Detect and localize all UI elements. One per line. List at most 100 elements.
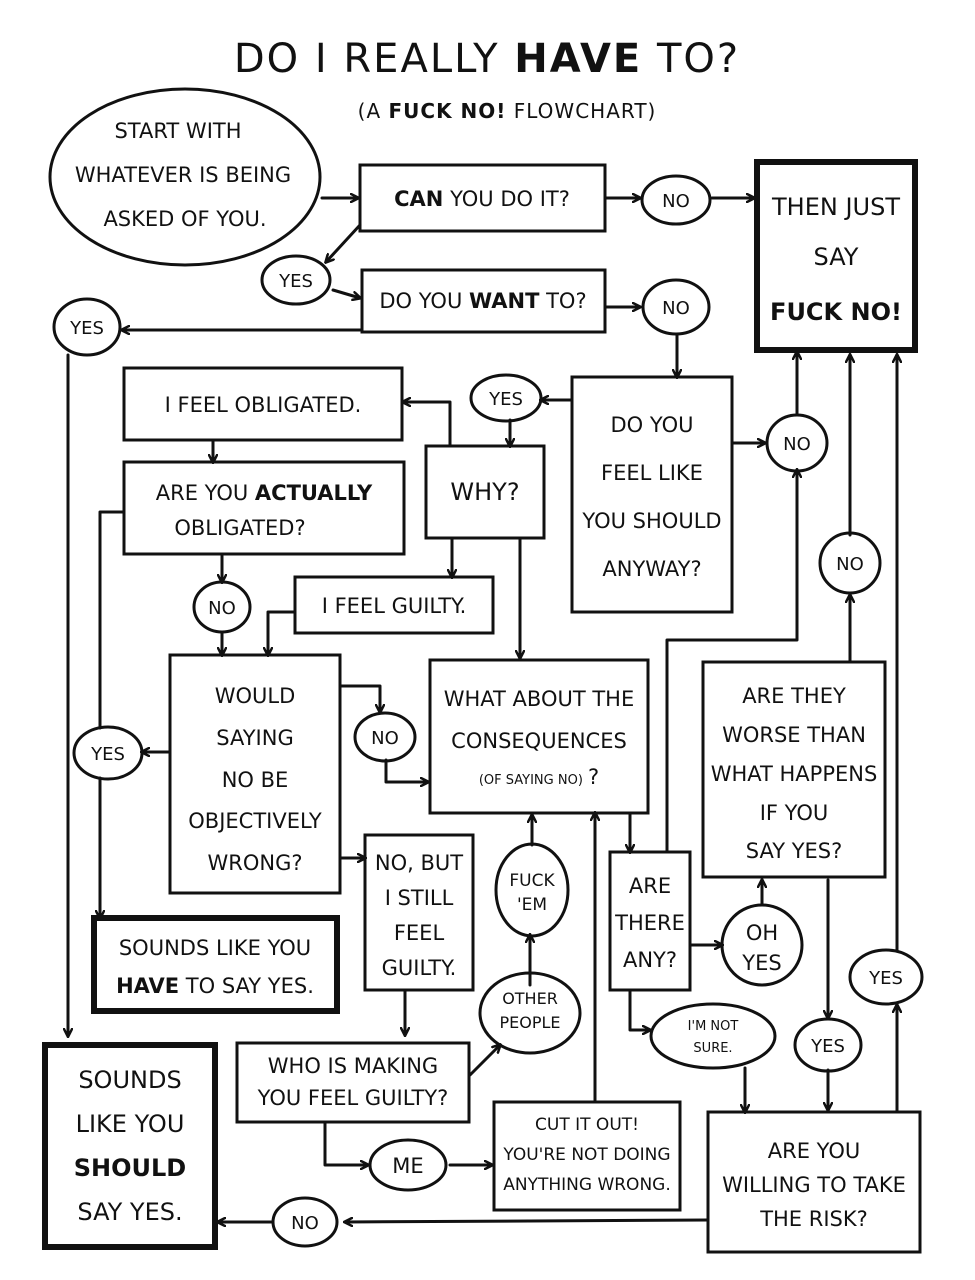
svg-text:SURE.: SURE. <box>693 1041 732 1056</box>
svg-text:WHAT ABOUT THE: WHAT ABOUT THE <box>444 687 635 711</box>
arrow-can-to-yes <box>326 223 362 262</box>
node-do-you-want-to: DO YOU WANT TO? <box>360 268 607 334</box>
label-no-can: NO <box>640 174 712 226</box>
svg-text:NO: NO <box>371 728 399 749</box>
label-yes-worse: YES <box>793 1017 863 1073</box>
line-actually-left-down <box>98 510 126 730</box>
node-fuck-em: FUCK 'EM <box>494 842 570 938</box>
svg-text:SOUNDS: SOUNDS <box>78 1066 181 1094</box>
node-start: START WITH WHATEVER IS BEING ASKED OF YO… <box>48 87 322 267</box>
svg-text:NO: NO <box>291 1213 319 1234</box>
svg-text:WILLING TO TAKE: WILLING TO TAKE <box>722 1173 906 1197</box>
svg-text:ANYWAY?: ANYWAY? <box>602 557 701 581</box>
svg-text:WHATEVER IS BEING: WHATEVER IS BEING <box>75 163 291 187</box>
svg-text:LIKE YOU: LIKE YOU <box>76 1110 185 1138</box>
svg-text:'EM: 'EM <box>517 895 547 915</box>
svg-text:YES: YES <box>278 271 313 292</box>
node-cut-it-out: CUT IT OUT! YOU'RE NOT DOING ANYTHING WR… <box>492 1100 682 1212</box>
page-subtitle: (A FUCK NO! FLOWCHART) <box>358 99 657 123</box>
svg-text:YOU FEEL GUILTY?: YOU FEEL GUILTY? <box>257 1086 449 1110</box>
svg-text:YES: YES <box>90 744 125 765</box>
svg-text:I STILL: I STILL <box>385 886 454 910</box>
node-feel-like-you-should: DO YOU FEEL LIKE YOU SHOULD ANYWAY? <box>570 375 734 614</box>
label-yes-want: YES <box>52 297 122 357</box>
svg-text:I'M NOT: I'M NOT <box>688 1019 739 1034</box>
svg-text:SAY YES?: SAY YES? <box>746 839 843 863</box>
node-have-to-say-yes: SOUNDS LIKE YOU HAVE TO SAY YES. <box>91 915 340 1014</box>
svg-text:IF YOU: IF YOU <box>760 801 829 825</box>
svg-text:FEEL LIKE: FEEL LIKE <box>601 461 703 485</box>
svg-text:WHAT HAPPENS: WHAT HAPPENS <box>711 762 878 786</box>
svg-text:THEN JUST: THEN JUST <box>771 193 900 221</box>
arrow-why-to-obligated <box>403 402 452 448</box>
svg-text:DO YOU: DO YOU <box>611 413 694 437</box>
svg-text:OH: OH <box>746 921 778 945</box>
label-no-want: NO <box>641 278 711 336</box>
arrow-who-to-me <box>323 1120 368 1165</box>
arrow-willing-to-no <box>345 1220 710 1222</box>
svg-text:NO: NO <box>783 434 811 455</box>
svg-text:YOU'RE NOT DOING: YOU'RE NOT DOING <box>502 1145 670 1165</box>
svg-text:WRONG?: WRONG? <box>207 851 302 875</box>
svg-text:ARE: ARE <box>629 874 671 898</box>
arrow-arethere-to-notsure <box>628 988 650 1030</box>
node-other-people: OTHER PEOPLE <box>478 971 582 1055</box>
svg-text:ME: ME <box>392 1154 423 1178</box>
svg-text:OTHER: OTHER <box>502 989 558 1008</box>
svg-text:PEOPLE: PEOPLE <box>499 1013 560 1032</box>
svg-text:YES: YES <box>488 389 523 410</box>
svg-text:NO: NO <box>662 191 690 212</box>
svg-text:WORSE THAN: WORSE THAN <box>722 723 866 747</box>
label-yes-can: YES <box>260 254 332 306</box>
svg-text:FUCK: FUCK <box>509 871 555 891</box>
svg-text:CONSEQUENCES: CONSEQUENCES <box>451 729 627 753</box>
svg-text:I FEEL OBLIGATED.: I FEEL OBLIGATED. <box>165 393 362 417</box>
svg-text:SAYING: SAYING <box>216 726 293 750</box>
svg-text:WHY?: WHY? <box>450 478 519 506</box>
svg-text:CAN YOU DO IT?: CAN YOU DO IT? <box>394 187 570 211</box>
node-objectively-wrong: WOULD SAYING NO BE OBJECTIVELY WRONG? <box>168 653 342 895</box>
svg-text:SAY: SAY <box>814 243 859 271</box>
arrow-objectively-to-no <box>338 684 380 712</box>
svg-text:ARE THEY: ARE THEY <box>742 684 846 708</box>
svg-text:ANY?: ANY? <box>623 948 677 972</box>
node-i-feel-obligated: I FEEL OBLIGATED. <box>122 366 404 442</box>
svg-text:SOUNDS LIKE YOU: SOUNDS LIKE YOU <box>119 936 311 960</box>
svg-text:ASKED OF YOU.: ASKED OF YOU. <box>103 207 266 231</box>
label-no-worse: NO <box>818 531 882 595</box>
arrow-who-to-other <box>468 1045 500 1077</box>
node-worse-than: ARE THEY WORSE THAN WHAT HAPPENS IF YOU … <box>701 660 887 879</box>
svg-text:YES: YES <box>69 318 104 339</box>
svg-text:SAY YES.: SAY YES. <box>77 1198 182 1226</box>
node-are-you-actually-obligated: ARE YOU ACTUALLY OBLIGATED? <box>122 460 406 556</box>
label-yes-willing: YES <box>848 948 924 1006</box>
svg-text:HAVE TO SAY YES.: HAVE TO SAY YES. <box>116 974 314 998</box>
node-should-say-yes: SOUNDS LIKE YOU SHOULD SAY YES. <box>42 1042 218 1250</box>
node-willing-to-take-risk: ARE YOU WILLING TO TAKE THE RISK? <box>706 1110 922 1254</box>
label-yes-feellike: YES <box>469 373 543 423</box>
line-arethere-up-to-no <box>665 470 797 854</box>
svg-text:YOU SHOULD: YOU SHOULD <box>581 509 721 533</box>
node-can-you-do-it: CAN YOU DO IT? <box>358 163 607 233</box>
svg-text:OBJECTIVELY: OBJECTIVELY <box>188 809 322 833</box>
node-who-makes-guilty: WHO IS MAKING YOU FEEL GUILTY? <box>235 1041 471 1124</box>
svg-text:NO, BUT: NO, BUT <box>375 851 463 875</box>
svg-text:YES: YES <box>810 1036 845 1057</box>
label-no-willing: NO <box>271 1196 339 1248</box>
svg-text:START WITH: START WITH <box>114 119 241 143</box>
svg-text:FUCK NO!: FUCK NO! <box>770 298 902 326</box>
label-no-feellike: NO <box>765 413 829 473</box>
arrow-yes-to-want <box>331 288 360 298</box>
label-yes-objectively: YES <box>72 725 144 781</box>
svg-text:NO: NO <box>836 554 864 575</box>
label-no-objectively: NO <box>353 711 417 763</box>
svg-text:SHOULD: SHOULD <box>74 1154 186 1182</box>
node-why: WHY? <box>424 444 546 540</box>
svg-text:GUILTY.: GUILTY. <box>382 956 457 980</box>
svg-text:YES: YES <box>868 968 903 989</box>
node-still-guilty: NO, BUT I STILL FEEL GUILTY. <box>363 833 475 992</box>
svg-text:CUT IT OUT!: CUT IT OUT! <box>535 1115 639 1135</box>
svg-text:DO YOU WANT TO?: DO YOU WANT TO? <box>379 289 586 313</box>
svg-text:ARE YOU ACTUALLY: ARE YOU ACTUALLY <box>156 481 373 505</box>
